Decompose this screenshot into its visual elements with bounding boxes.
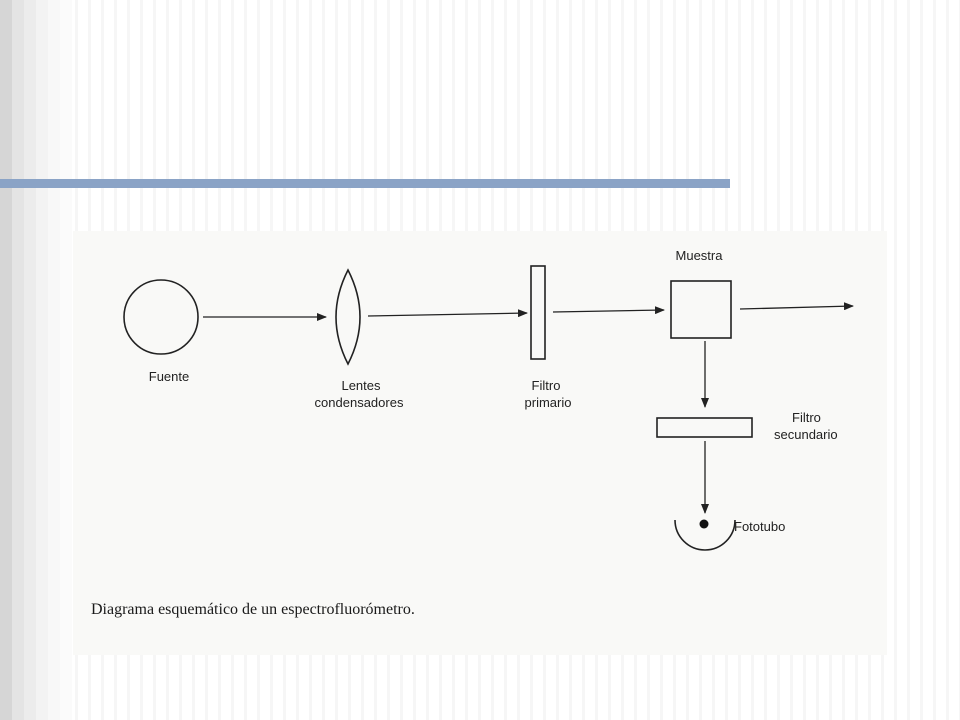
beam-arrow-2 — [367, 309, 528, 318]
source-circle — [123, 279, 199, 355]
label-filtro-primario-1: Filtro — [532, 378, 561, 393]
transmitted-beam-arrow — [739, 302, 854, 311]
phototube-anode — [699, 519, 709, 529]
label-lentes: Lentes — [341, 378, 381, 393]
label-filtro-primario-2: primario — [525, 395, 572, 410]
label-muestra: Muestra — [676, 248, 724, 263]
label-fuente: Fuente — [149, 369, 189, 384]
title-accent-bar — [0, 179, 730, 188]
label-fototubo: Fototubo — [734, 519, 785, 534]
sample-cuvette — [670, 280, 732, 339]
beam-arrow-3 — [552, 306, 665, 315]
label-condensadores: condensadores — [315, 395, 404, 410]
phototube-cathode — [674, 519, 736, 551]
primary-filter — [530, 265, 546, 360]
label-filtro-secundario-1: Filtro — [792, 410, 821, 425]
condenser-lens — [335, 268, 361, 366]
diagram-image: Fuente Lentes condensadores Filtro prima… — [73, 231, 887, 655]
diagram-caption: Diagrama esquemático de un espectrofluor… — [91, 601, 415, 618]
label-filtro-secundario-2: secundario — [774, 427, 838, 442]
secondary-filter — [656, 417, 753, 438]
spectrofluorometer-diagram: Fuente Lentes condensadores Filtro prima… — [91, 248, 854, 618]
